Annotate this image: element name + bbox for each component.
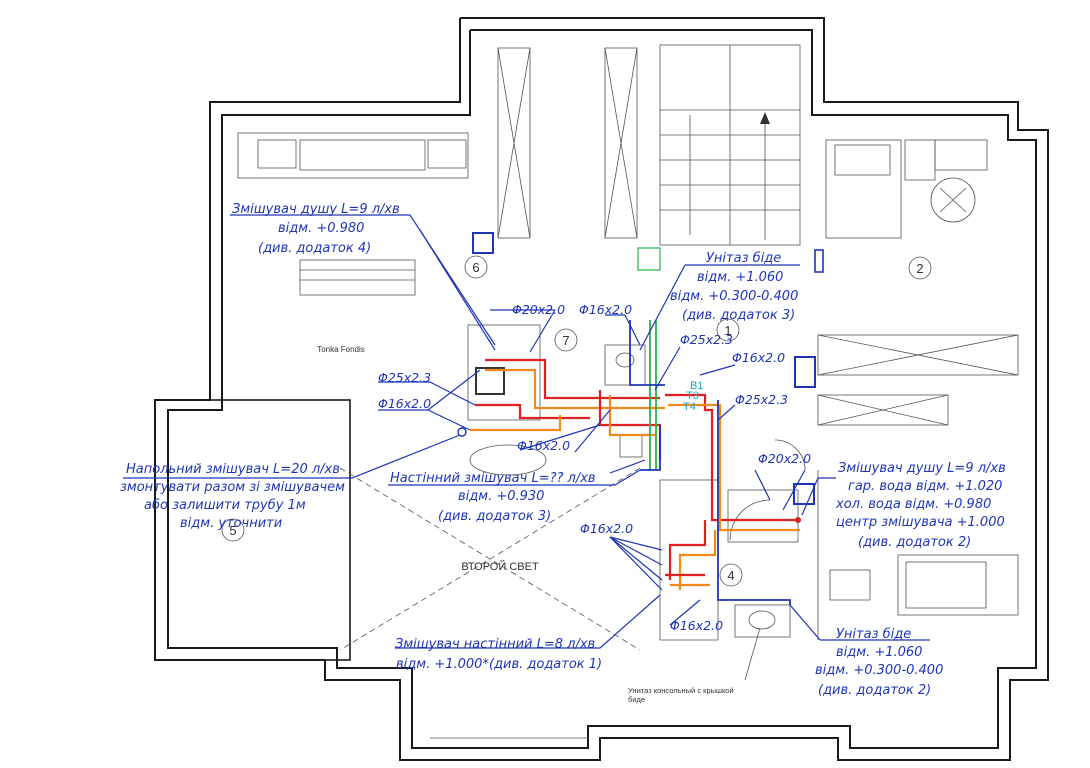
- svg-text:Змішувач душу L=9 л/хв: Змішувач душу L=9 л/хв: [232, 202, 400, 217]
- pipe-label-d16-bath: Φ16x2.0: [580, 521, 633, 536]
- outer-walls: [154, 17, 1049, 761]
- pipe-label-d25-right: Φ25x2.3: [735, 392, 788, 407]
- svg-text:Змішувач настінний L=8 л/хв: Змішувач настінний L=8 л/хв: [395, 637, 595, 652]
- room-number-5: 5: [229, 523, 236, 538]
- pipe-label-d16-a: Φ16x2.0: [579, 302, 632, 317]
- svg-text:або залишити трубу 1м: або залишити трубу 1м: [144, 498, 306, 513]
- svg-text:Унітаз біде: Унітаз біде: [706, 251, 781, 266]
- svg-text:Напольний змішувач L=20 л/хв: Напольний змішувач L=20 л/хв: [126, 462, 340, 477]
- riser-t3: T3: [686, 390, 699, 402]
- room-number-6: 6: [472, 260, 479, 275]
- label-bidet-toilet-2: Унітаз біде відм. +1.060 відм. +0.300-0.…: [815, 627, 943, 698]
- room-markers: 6 7 1 2 4 5: [221, 255, 932, 587]
- svg-text:Унітаз біде: Унітаз біде: [836, 627, 911, 642]
- pipe-label-d20-right: Φ20x2.0: [758, 451, 811, 466]
- label-shower-mixer-2: Змішувач душу L=9 л/хв гар. вода відм. +…: [835, 461, 1006, 550]
- svg-text:відм. +0.300-0.400: відм. +0.300-0.400: [670, 289, 798, 304]
- tonka-label: Tonka Fondis: [317, 345, 365, 354]
- pipes: [457, 320, 801, 605]
- pipe-label-d16-b: Φ16x2.0: [732, 350, 785, 365]
- svg-text:центр змішувача +1.000: центр змішувача +1.000: [836, 515, 1005, 530]
- svg-text:Настінний змішувач L=?? л/хв: Настінний змішувач L=?? л/хв: [390, 471, 596, 486]
- svg-text:відм. +1.060: відм. +1.060: [697, 270, 783, 285]
- svg-text:(див. додаток 2): (див. додаток 2): [818, 683, 931, 698]
- svg-text:відм. +1.000*(див. додаток 1): відм. +1.000*(див. додаток 1): [396, 657, 602, 672]
- svg-text:відм. +0.980: відм. +0.980: [278, 221, 364, 236]
- svg-text:відм. +1.060: відм. +1.060: [836, 645, 922, 660]
- label-bidet-toilet-3: Унітаз біде відм. +1.060 відм. +0.300-0.…: [670, 251, 798, 323]
- svg-text:(див. додаток 4): (див. додаток 4): [258, 241, 371, 256]
- room-number-7: 7: [562, 333, 569, 348]
- pipe-label-d20-a: Φ20x2.0: [512, 302, 565, 317]
- console-wc-label: Унитаз консольный с крышкой: [628, 686, 734, 695]
- svg-text:хол. вода відм. +0.980: хол. вода відм. +0.980: [835, 497, 991, 512]
- interior: [237, 44, 1019, 651]
- room-number-1: 1: [724, 323, 731, 338]
- svg-text:відм. +0.930: відм. +0.930: [458, 489, 544, 504]
- svg-text:(див. додаток 3): (див. додаток 3): [682, 308, 795, 323]
- label-floor-mixer: Напольний змішувач L=20 л/хв змонтувати …: [120, 462, 345, 531]
- pipe-diameter-labels: Φ20x2.0 Φ16x2.0 Φ25x2.3 Φ16x2.0 Φ25x2.3 …: [378, 302, 811, 633]
- svg-text:гар. вода відм. +1.020: гар. вода відм. +1.020: [848, 479, 1002, 494]
- riser-b1: B1: [690, 380, 703, 392]
- pipe-label-d16-left: Φ16x2.0: [378, 396, 431, 411]
- svg-text:відм. уточнити: відм. уточнити: [180, 516, 282, 531]
- svg-text:Змішувач душу L=9 л/хв: Змішувач душу L=9 л/хв: [838, 461, 1006, 476]
- leader-lines: [123, 214, 930, 681]
- pipe-label-d16-low: Φ16x2.0: [670, 618, 723, 633]
- label-wall-mixer-3: Настінний змішувач L=?? л/хв відм. +0.93…: [390, 471, 596, 524]
- svg-text:(див. додаток 3): (див. додаток 3): [438, 509, 551, 524]
- pipe-label-d16-mid: Φ16x2.0: [517, 438, 570, 453]
- svg-text:змонтувати разом зі змішувачем: змонтувати разом зі змішувачем: [120, 480, 345, 495]
- riser-t4: T4: [683, 401, 696, 413]
- room-number-4: 4: [727, 568, 734, 583]
- svg-text:відм. +0.300-0.400: відм. +0.300-0.400: [815, 663, 943, 678]
- console-wc-label-2: биде: [628, 695, 645, 704]
- room-number-2: 2: [916, 261, 923, 276]
- pipe-label-d25-a: Φ25x2.3: [680, 332, 733, 347]
- second-light-label: ВТОРОЙ СВЕТ: [461, 560, 539, 573]
- svg-text:(див. додаток 2): (див. додаток 2): [858, 535, 971, 550]
- pipe-label-d25-left: Φ25x2.3: [378, 370, 431, 385]
- label-shower-mixer-4: Змішувач душу L=9 л/хв відм. +0.980 (див…: [232, 202, 400, 256]
- label-wall-mixer-1: Змішувач настінний L=8 л/хв відм. +1.000…: [395, 637, 602, 672]
